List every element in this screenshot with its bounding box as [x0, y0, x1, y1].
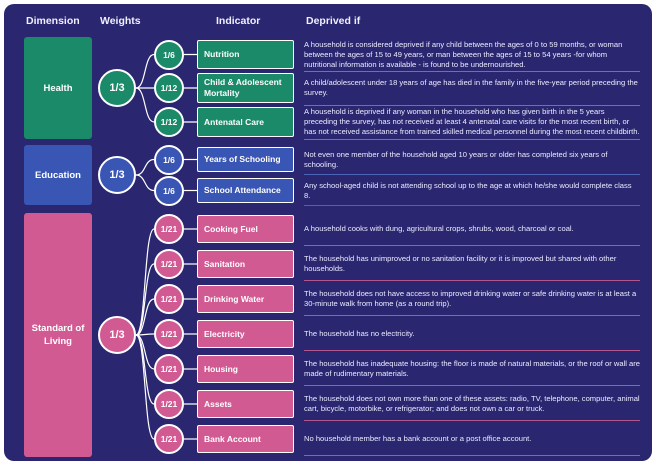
mpi-diagram: Dimension Weights Indicator Deprived if …: [4, 4, 652, 461]
indicator-school-attendance: School Attendance: [197, 178, 294, 203]
indicator-weight-cooking-fuel: 1/21: [154, 214, 184, 244]
indicator-weight-electricity: 1/21: [154, 319, 184, 349]
dimension-education: Education: [24, 145, 92, 205]
separator-years-of-schooling: [304, 174, 640, 175]
deprived-if-assets: The household does not own more than one…: [304, 394, 640, 413]
connector-sanitation: [135, 263, 155, 336]
separator-electricity: [304, 350, 640, 351]
weight-health: 1/3: [98, 69, 136, 107]
indicator-antenatal-care: Antenatal Care: [197, 107, 294, 137]
indicator-nutrition: Nutrition: [197, 40, 294, 69]
deprived-if-sanitation: The household has unimproved or no sanit…: [304, 254, 617, 273]
indicator-years-of-schooling: Years of Schooling: [197, 147, 294, 172]
separator-child-adolescent-mortality: [304, 105, 640, 106]
connector-lines: [135, 53, 197, 440]
indicator-drinking-water: Drinking Water: [197, 285, 294, 313]
connector-cooking-fuel: [135, 228, 155, 336]
deprived-if-drinking-water: The household does not have access to im…: [304, 289, 637, 308]
indicator-weight-school-attendance: 1/6: [154, 175, 184, 206]
indicator-bank-account: Bank Account: [197, 425, 294, 453]
connector-drinking-water: [135, 298, 155, 336]
header-indicator: Indicator: [216, 15, 261, 27]
weight-education: 1/3: [98, 156, 136, 194]
separator-drinking-water: [304, 315, 640, 316]
separator-bank-account: [304, 455, 640, 456]
indicator-electricity: Electricity: [197, 320, 294, 348]
header-weights: Weights: [100, 15, 141, 27]
indicator-sanitation: Sanitation: [197, 250, 294, 278]
indicator-weight-housing: 1/21: [154, 354, 184, 384]
separator-antenatal-care: [304, 139, 640, 140]
deprived-if-antenatal-care: A household is deprived if any woman in …: [304, 107, 640, 136]
separator-assets: [304, 420, 640, 421]
indicator-housing: Housing: [197, 355, 294, 383]
dimension-standard-of-living: Standard of Living: [24, 213, 92, 457]
deprived-if-housing: The household has inadequate housing: th…: [304, 359, 641, 378]
indicator-weight-years-of-schooling: 1/6: [154, 144, 184, 175]
weight-standard-of-living: 1/3: [98, 316, 136, 354]
connector-antenatal-care: [135, 87, 155, 123]
header-dimension: Dimension: [26, 15, 80, 27]
connector-school-attendance: [135, 174, 155, 192]
deprived-if-child-adolescent-mortality: A child/adolescent under 18 years of age…: [304, 78, 638, 97]
connector-years-of-schooling: [135, 158, 155, 176]
deprived-if-electricity: The household has no electricity.: [304, 329, 415, 338]
connector-bank-account: [135, 334, 155, 440]
connector-nutrition: [135, 53, 155, 89]
indicator-weight-assets: 1/21: [154, 389, 184, 419]
deprived-if-bank-account: No household member has a bank account o…: [304, 434, 532, 443]
separator-housing: [304, 385, 640, 386]
dimension-health: Health: [24, 37, 92, 139]
indicator-cooking-fuel: Cooking Fuel: [197, 215, 294, 243]
indicator-weight-sanitation: 1/21: [154, 249, 184, 279]
indicator-weight-nutrition: 1/6: [154, 39, 184, 70]
deprived-if-school-attendance: Any school-aged child is not attending s…: [304, 180, 632, 200]
deprived-if-cooking-fuel: A household cooks with dung, agricultura…: [304, 224, 574, 233]
header-deprived-if: Deprived if: [306, 15, 361, 27]
indicator-weight-bank-account: 1/21: [154, 424, 184, 454]
separator-cooking-fuel: [304, 245, 640, 246]
connector-housing: [135, 334, 155, 370]
separator-sanitation: [304, 280, 640, 281]
deprived-if-years-of-schooling: Not even one member of the household age…: [304, 149, 608, 169]
indicator-assets: Assets: [197, 390, 294, 418]
separator-nutrition: [304, 71, 640, 72]
deprived-if-nutrition: A household is considered deprived if an…: [304, 39, 623, 69]
indicator-weight-antenatal-care: 1/12: [154, 107, 184, 137]
indicator-weight-child-adolescent-mortality: 1/12: [154, 73, 184, 103]
indicator-child-adolescent-mortality: Child & Adolescent Mortality: [197, 73, 294, 103]
indicator-weight-drinking-water: 1/21: [154, 284, 184, 314]
separator-school-attendance: [304, 205, 640, 206]
